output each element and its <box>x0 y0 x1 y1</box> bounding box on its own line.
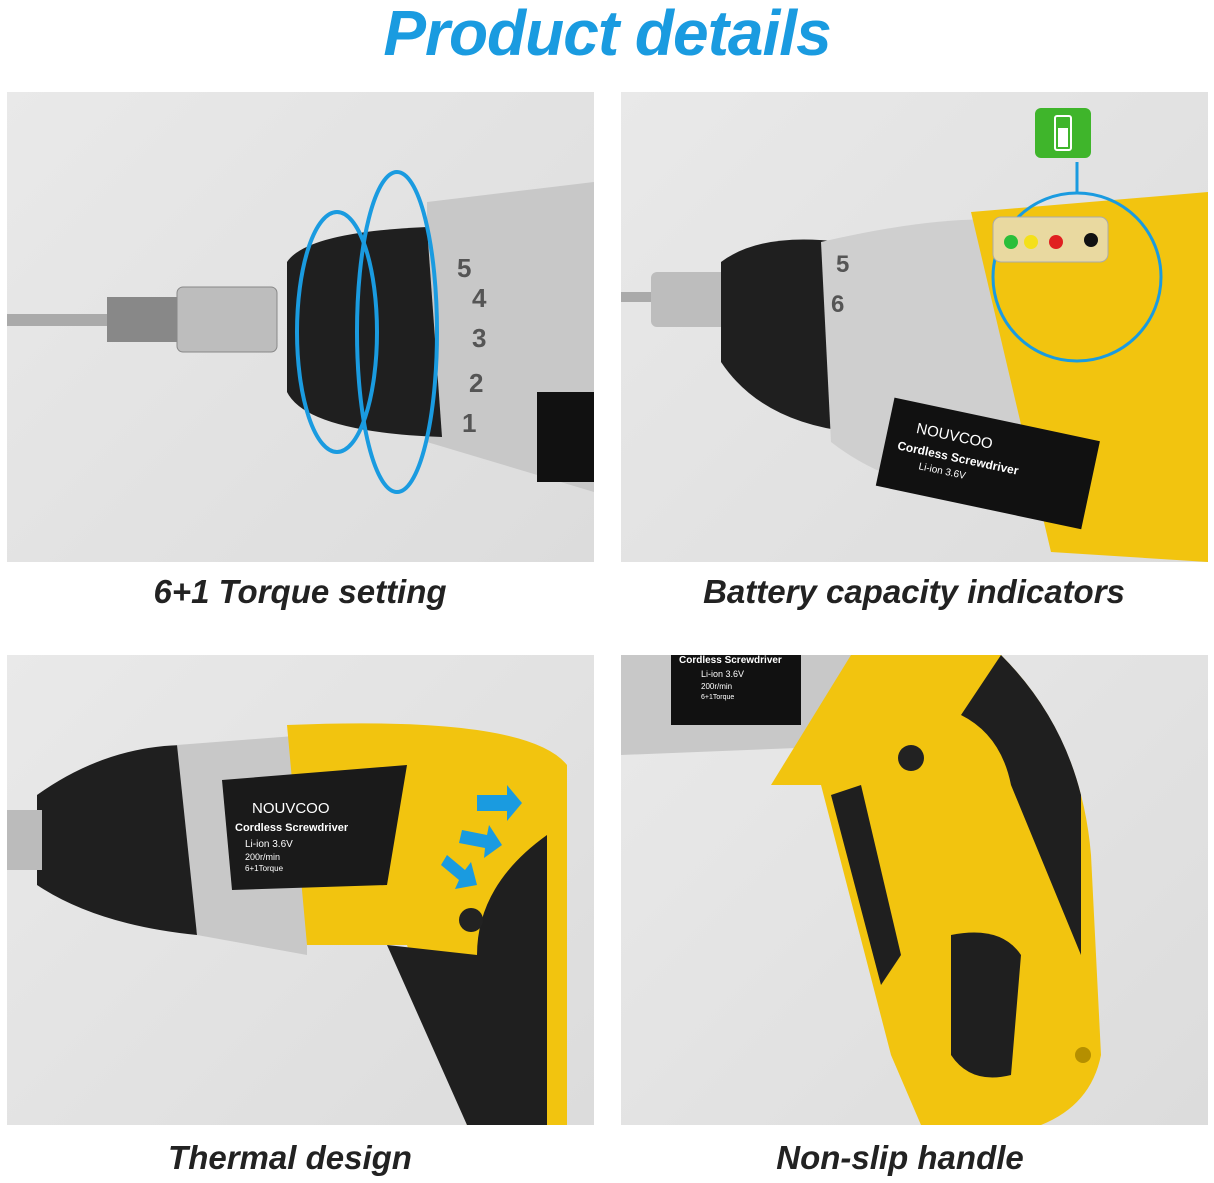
product-label: Cordless Screwdriver <box>235 822 349 834</box>
battery-indicator-image: 6 5 NOUVCOO Cordless Screwdriver Li-ion … <box>621 92 1208 562</box>
torque-setting-image: 5 4 3 2 1 <box>7 92 594 562</box>
airflow-arrows-icon <box>441 785 522 889</box>
dial-number: 1 <box>462 408 476 438</box>
caption-battery: Battery capacity indicators <box>703 573 1125 610</box>
dial-number: 2 <box>469 368 483 398</box>
voltage-label: Li-ion 3.6V <box>701 669 744 679</box>
page-title: Product details <box>383 0 831 69</box>
dial-number: 4 <box>472 283 487 313</box>
non-slip-handle-image: Cordless Screwdriver Li-ion 3.6V 200r/mi… <box>621 655 1208 1125</box>
torque-label: 6+1Torque <box>245 864 284 873</box>
brand-label: NOUVCOO <box>252 800 330 817</box>
caption-torque: 6+1 Torque setting <box>153 573 447 610</box>
dial-number: 3 <box>472 323 486 353</box>
torque-label: 6+1Torque <box>701 694 734 701</box>
dial-number: 5 <box>457 253 471 283</box>
dial-number: 6 <box>831 291 844 318</box>
caption-thermal: Thermal design <box>168 1139 412 1176</box>
caption-handle: Non-slip handle <box>776 1139 1024 1176</box>
rotation-arrows-icon <box>295 170 439 494</box>
speed-label: 200r/min <box>701 682 732 691</box>
battery-icon <box>1035 108 1091 158</box>
dial-number: 5 <box>836 251 849 278</box>
product-label: Cordless Screwdriver <box>679 655 782 666</box>
thermal-design-image: NOUVCOO Cordless Screwdriver Li-ion 3.6V… <box>7 655 594 1125</box>
voltage-label: Li-ion 3.6V <box>245 839 293 850</box>
speed-label: 200r/min <box>245 852 280 862</box>
